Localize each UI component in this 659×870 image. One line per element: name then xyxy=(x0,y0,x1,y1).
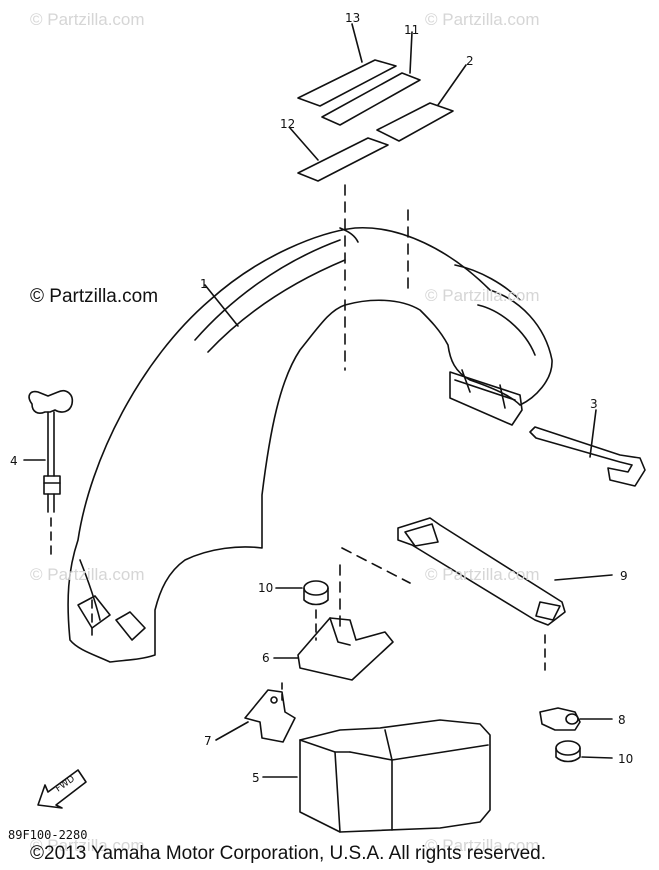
watermark-main: © Partzilla.com xyxy=(30,286,159,307)
callout-2: 2 xyxy=(466,54,474,68)
callout-8: 8 xyxy=(618,713,626,727)
wing-bolt-4 xyxy=(28,389,74,561)
fwd-arrow-icon xyxy=(37,769,87,809)
callout-10-lower: 10 xyxy=(618,752,633,766)
callout-12: 13 xyxy=(345,11,360,25)
watermark: © Partzilla.com xyxy=(425,565,540,584)
decal-2 xyxy=(376,102,454,142)
callout-6: 6 xyxy=(262,651,270,665)
callout-7: 7 xyxy=(204,734,212,748)
watermark: © Partzilla.com xyxy=(425,10,540,29)
decal-13 xyxy=(297,137,389,182)
clip-8 xyxy=(539,707,581,731)
callout-1: 1 xyxy=(200,277,208,291)
rear-fender xyxy=(67,226,553,663)
watermark: © Partzilla.com xyxy=(425,286,540,305)
callout-5: 5 xyxy=(252,771,260,785)
rod-3 xyxy=(529,426,646,487)
callout-3: 3 xyxy=(590,397,598,411)
watermark: © Partzilla.com xyxy=(30,565,145,584)
callout-9: 9 xyxy=(620,569,628,583)
copyright-notice: ©2013 Yamaha Motor Corporation, U.S.A. A… xyxy=(30,843,546,864)
grommet-10b xyxy=(555,740,581,763)
watermark: © Partzilla.com xyxy=(30,10,145,29)
decal-11 xyxy=(321,72,421,126)
callout-10-upper: 10 xyxy=(258,581,273,595)
bracket-7 xyxy=(244,689,296,743)
watermark: © Partzilla.com xyxy=(425,836,540,855)
callout-11: 11 xyxy=(404,23,419,37)
watermark: © Partzilla.com xyxy=(30,836,145,855)
battery-5 xyxy=(299,719,491,833)
callout-13: 12 xyxy=(280,117,295,131)
decal-12 xyxy=(297,59,397,107)
bracket-6 xyxy=(281,617,394,701)
callout-4: 4 xyxy=(10,454,18,468)
diagram-code: 89F100-2280 xyxy=(8,828,88,842)
strap-9 xyxy=(397,517,566,671)
grommet-10a xyxy=(303,580,329,606)
